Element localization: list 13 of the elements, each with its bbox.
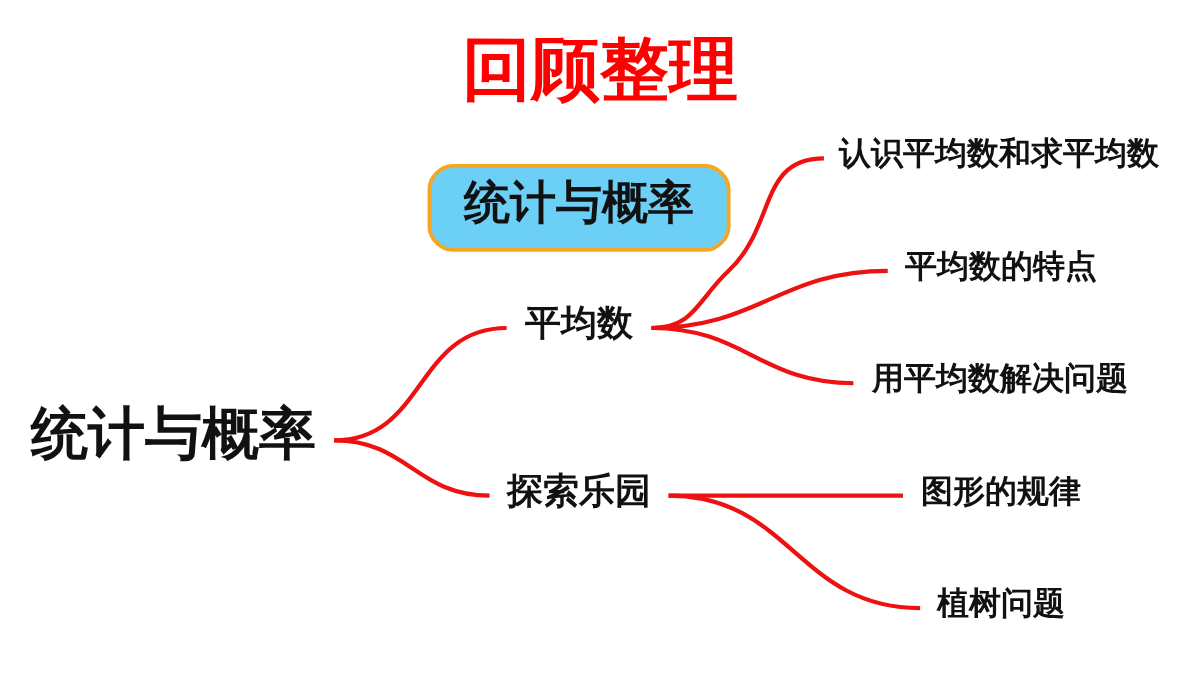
node-text: 平均数的特点 (904, 246, 1097, 285)
connector (334, 438, 490, 498)
node-text: 统计与概率 (31, 399, 317, 466)
node-text: 植树问题 (937, 583, 1066, 622)
node-text: 认识平均数和求平均数 (839, 134, 1160, 173)
label: 统计与概率 (463, 175, 694, 229)
node-text: 用平均数解决问题 (871, 359, 1128, 398)
node-text: 探索乐园 (506, 468, 651, 512)
node-text: 平均数 (524, 301, 633, 345)
connector (668, 493, 921, 611)
node-text: 图形的规律 (921, 471, 1082, 510)
diagram-title: 回顾整理 (461, 29, 738, 110)
connector (651, 325, 854, 386)
